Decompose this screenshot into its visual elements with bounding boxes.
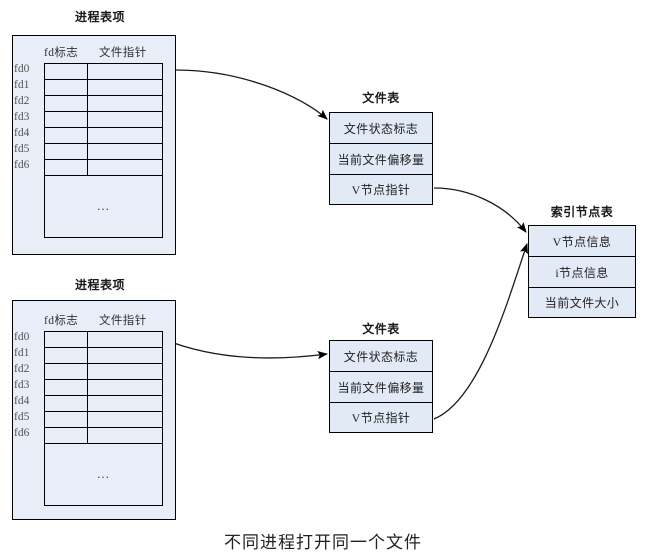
process-table-1-column-divider [87, 64, 88, 176]
process-table-1-fd-label-4: fd4 [14, 127, 30, 139]
process-table-1-fd-label-2: fd2 [14, 95, 30, 107]
process-table-1-fd-label-1: fd1 [14, 79, 30, 91]
process-table-2-fd-label-3: fd3 [14, 379, 30, 391]
process-table-1-ellipsis: ... [97, 198, 110, 213]
process-table-2-title: 进程表项 [74, 278, 125, 292]
process-table-1-fd-label-6: fd6 [14, 159, 30, 171]
inode-table-cell-file-size: 当前文件大小 [529, 288, 635, 317]
file-table-1-cell-status-flags: 文件状态标志 [330, 113, 432, 144]
process-table-2-row-1 [45, 348, 162, 364]
process-table-2-fd-label-0: fd0 [14, 331, 30, 343]
process-table-2-row-0 [45, 332, 162, 348]
file-table-1-title: 文件表 [362, 91, 400, 105]
process-table-2-col-fd-flag: fd标志 [44, 315, 79, 327]
process-table-2-grid [44, 331, 163, 506]
process-table-1-title: 进程表项 [74, 10, 125, 24]
process-table-2-row-4 [45, 396, 162, 412]
file-table-2-cell-status-flags: 文件状态标志 [330, 341, 432, 372]
process-table-1-row-5 [45, 144, 162, 160]
process-table-2-fd-label-5: fd5 [14, 411, 30, 423]
process-table-1-fd-label-0: fd0 [14, 63, 30, 75]
process-table-1-fd-label-3: fd3 [14, 111, 30, 123]
file-table-1-cell-current-offset: 当前文件偏移量 [330, 144, 432, 175]
process-table-1-row-1 [45, 80, 162, 96]
process-table-2-fd-label-4: fd4 [14, 395, 30, 407]
process-table-2-ellipsis: ... [97, 466, 110, 481]
file-table-2-cell-current-offset: 当前文件偏移量 [330, 372, 432, 403]
process-table-2-fd-label-1: fd1 [14, 347, 30, 359]
process-table-1-row-3 [45, 112, 162, 128]
inode-table: V节点信息 i节点信息 当前文件大小 [528, 225, 636, 318]
inode-table-cell-inode-info: i节点信息 [529, 257, 635, 288]
process-table-1-col-fd-flag: fd标志 [44, 47, 79, 59]
process-table-1-row-2 [45, 96, 162, 112]
file-table-1: 文件状态标志 当前文件偏移量 V节点指针 [329, 112, 433, 205]
process-table-1-row-4 [45, 128, 162, 144]
inode-table-title: 索引节点表 [550, 205, 614, 219]
process-table-2-fd-label-2: fd2 [14, 363, 30, 375]
process-table-1-fd-label-5: fd5 [14, 143, 30, 155]
process-table-2-row-2 [45, 364, 162, 380]
process-table-2-row-6 [45, 428, 162, 444]
process-table-1-row-0 [45, 64, 162, 80]
file-table-1-cell-vnode-pointer: V节点指针 [330, 175, 432, 204]
file-table-2-cell-vnode-pointer: V节点指针 [330, 403, 432, 432]
process-table-1-col-file-pointer: 文件指针 [99, 47, 147, 59]
process-table-1-grid [44, 63, 163, 238]
process-table-1-row-6 [45, 160, 162, 176]
process-table-2-row-3 [45, 380, 162, 396]
figure-caption: 不同进程打开同一个文件 [224, 533, 422, 552]
inode-table-cell-vnode-info: V节点信息 [529, 226, 635, 257]
file-table-2-title: 文件表 [362, 322, 400, 336]
process-table-2-col-file-pointer: 文件指针 [99, 315, 147, 327]
process-table-2-row-5 [45, 412, 162, 428]
process-table-2-fd-label-6: fd6 [14, 427, 30, 439]
file-table-2: 文件状态标志 当前文件偏移量 V节点指针 [329, 340, 433, 433]
process-table-2-column-divider [87, 332, 88, 444]
